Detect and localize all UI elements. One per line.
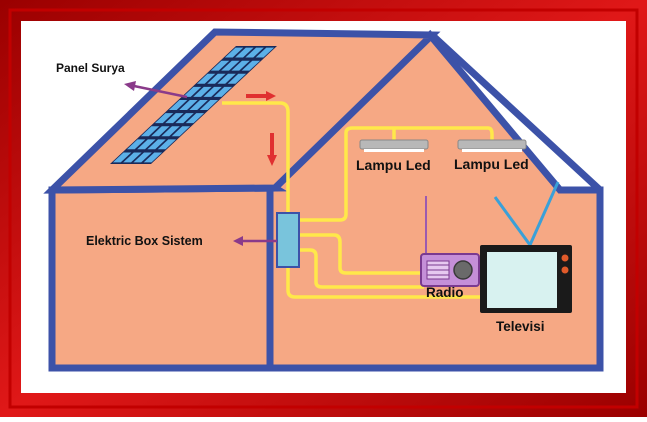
solar-cell — [207, 73, 226, 84]
solar-cell — [151, 126, 170, 137]
television-label: Televisi — [496, 319, 545, 334]
solar-cell — [171, 126, 191, 137]
electric-box-label: Elektric Box Sistem — [86, 234, 203, 248]
solar-cell — [196, 73, 216, 84]
solar-cell — [123, 152, 142, 163]
solar-cell — [185, 113, 205, 124]
solar-cell — [140, 126, 160, 137]
solar-cell — [241, 60, 261, 71]
solar-cell — [165, 113, 184, 124]
solar-cell — [126, 139, 146, 150]
led-lamp-1 — [359, 139, 429, 152]
solar-cell — [221, 60, 240, 71]
solar-cell — [161, 126, 180, 137]
solar-cell — [199, 100, 219, 110]
pointer-arrow-panel — [124, 81, 188, 99]
solar-panel-frame — [110, 46, 277, 164]
solar-cell — [227, 73, 247, 84]
solar-cell — [231, 60, 250, 71]
solar-cell — [179, 100, 198, 110]
wiring — [222, 101, 494, 299]
television — [480, 181, 572, 313]
solar-cell — [245, 47, 264, 58]
solar-cell — [210, 60, 230, 71]
solar-panel-label: Panel Surya — [56, 61, 125, 75]
solar-cell — [137, 139, 156, 150]
solar-cell — [203, 86, 222, 97]
solar-cell — [255, 47, 275, 58]
flow-arrow-right — [246, 91, 276, 101]
solar-cell — [193, 86, 212, 97]
solar-cell — [182, 86, 202, 97]
solar-cell — [189, 100, 208, 110]
solar-cell — [213, 86, 233, 97]
solar-cell — [175, 113, 194, 124]
solar-cell — [112, 152, 132, 163]
flow-arrow-down — [267, 133, 277, 166]
solar-cell — [235, 47, 254, 58]
solar-cell — [154, 113, 174, 124]
solar-cell — [217, 73, 236, 84]
solar-cell — [157, 139, 177, 150]
led-lamp-1-label: Lampu Led — [356, 157, 431, 173]
led-lamp-2-label: Lampu Led — [454, 156, 529, 172]
solar-cell — [168, 100, 188, 110]
solar-cell — [143, 152, 163, 163]
led-lamp-2 — [457, 139, 527, 152]
radio-label: Radio — [426, 285, 464, 300]
solar-cell — [133, 152, 152, 163]
radio — [420, 196, 480, 287]
solar-panel — [110, 46, 277, 164]
electric-box — [276, 212, 300, 268]
pointer-arrow-box — [233, 236, 277, 246]
solar-cell — [224, 47, 244, 58]
solar-cell — [147, 139, 166, 150]
